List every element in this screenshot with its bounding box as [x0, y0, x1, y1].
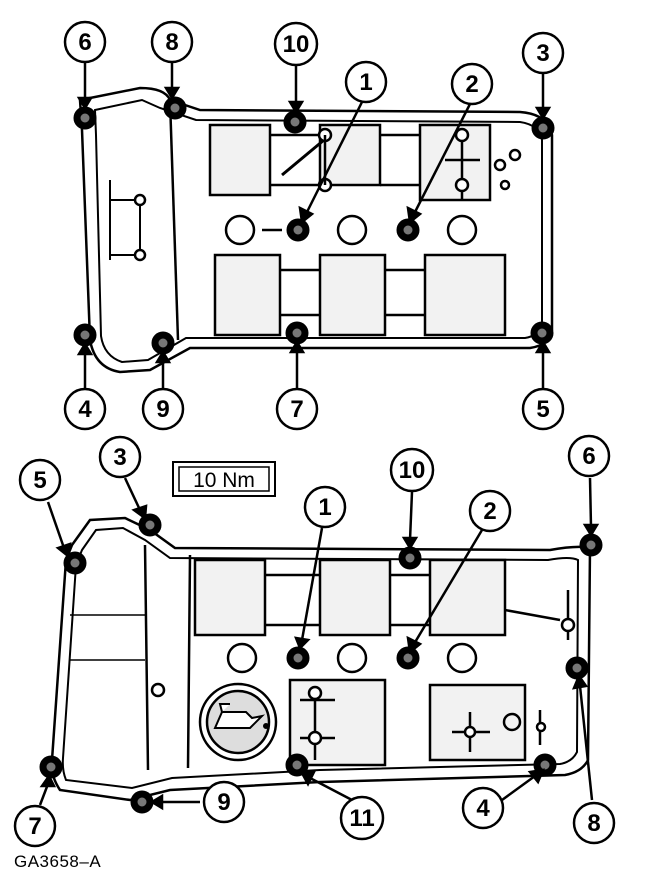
- bottom-bolt-1: [286, 646, 310, 670]
- bottom-bolt-7: [39, 755, 63, 779]
- svg-text:7: 7: [290, 396, 303, 423]
- bottom-valve-cover: [50, 516, 592, 802]
- bottom-bolt-5: [63, 551, 87, 575]
- bottom-callout-1: 1: [303, 485, 347, 529]
- top-valve-cover: [78, 86, 554, 374]
- bottom-bolt-11: [285, 753, 309, 777]
- top-callout-6: 6: [63, 20, 107, 64]
- top-bolt-1: [286, 218, 310, 242]
- top-callout-4: 4: [63, 387, 107, 431]
- top-bolt-8: [163, 96, 187, 120]
- oil-can-icon: [213, 703, 269, 729]
- top-callout-9: 9: [141, 387, 185, 431]
- svg-text:2: 2: [465, 71, 478, 98]
- figure-id: GA3658–A: [14, 852, 102, 871]
- bottom-callout-8: 8: [572, 801, 616, 845]
- bottom-callout-11: 11: [339, 795, 385, 841]
- svg-text:6: 6: [78, 29, 91, 56]
- top-callout-7: 7: [275, 387, 319, 431]
- svg-text:3: 3: [113, 444, 126, 471]
- bottom-callout-6: 6: [567, 434, 611, 478]
- bottom-callout-7: 7: [13, 804, 57, 848]
- top-callout-5: 5: [521, 387, 565, 431]
- top-cover-callouts: 6 8 10 1 2 3 4 9 7 5: [63, 20, 565, 431]
- svg-text:8: 8: [587, 810, 600, 837]
- bottom-cover-bolts: [39, 513, 603, 814]
- bottom-bolt-3: [138, 513, 162, 537]
- bottom-bolt-2: [396, 646, 420, 670]
- top-bolt-10: [283, 110, 307, 134]
- top-bolt-5: [530, 321, 554, 345]
- top-bolt-2: [396, 218, 420, 242]
- bottom-callout-10: 10: [389, 447, 435, 493]
- top-bolt-3: [531, 116, 555, 140]
- top-bolt-6: [73, 106, 97, 130]
- svg-text:1: 1: [318, 494, 331, 521]
- top-callout-2: 2: [450, 62, 494, 106]
- svg-text:9: 9: [217, 789, 230, 816]
- bottom-bolt-8: [565, 656, 589, 680]
- bottom-callout-2: 2: [468, 489, 512, 533]
- svg-text:9: 9: [156, 396, 169, 423]
- svg-text:7: 7: [28, 813, 41, 840]
- bottom-callout-9: 9: [202, 780, 246, 824]
- torque-spec-label: 10 Nm: [193, 469, 255, 492]
- bottom-bolt-9: [130, 790, 154, 814]
- bottom-cover-leaders: [38, 477, 600, 811]
- top-cover-leaders: [76, 60, 552, 388]
- top-bolt-9: [151, 331, 175, 355]
- svg-text:5: 5: [536, 396, 549, 423]
- svg-text:1: 1: [359, 69, 372, 96]
- top-callout-1: 1: [344, 60, 388, 104]
- svg-text:11: 11: [349, 805, 374, 832]
- bottom-cover-callouts: 5 3 1 10 2 6 7 9 11 4 8: [13, 434, 616, 848]
- bottom-callout-5: 5: [18, 458, 62, 502]
- top-callout-10: 10: [273, 21, 319, 67]
- bottom-callout-4: 4: [461, 786, 505, 830]
- top-callout-3: 3: [521, 31, 565, 75]
- top-cover-bolts: [73, 96, 555, 355]
- svg-text:3: 3: [536, 40, 549, 67]
- svg-text:5: 5: [33, 467, 46, 494]
- svg-text:4: 4: [476, 795, 490, 822]
- bottom-callout-3: 3: [98, 435, 142, 479]
- svg-text:8: 8: [165, 29, 178, 56]
- torque-spec-box: 10 Nm: [172, 461, 276, 497]
- svg-text:10: 10: [283, 31, 310, 58]
- svg-text:2: 2: [483, 498, 496, 525]
- svg-text:4: 4: [78, 396, 92, 423]
- bottom-bolt-6: [579, 533, 603, 557]
- svg-text:6: 6: [582, 443, 595, 470]
- top-bolt-7: [285, 321, 309, 345]
- svg-text:10: 10: [399, 457, 426, 484]
- top-callout-8: 8: [150, 20, 194, 64]
